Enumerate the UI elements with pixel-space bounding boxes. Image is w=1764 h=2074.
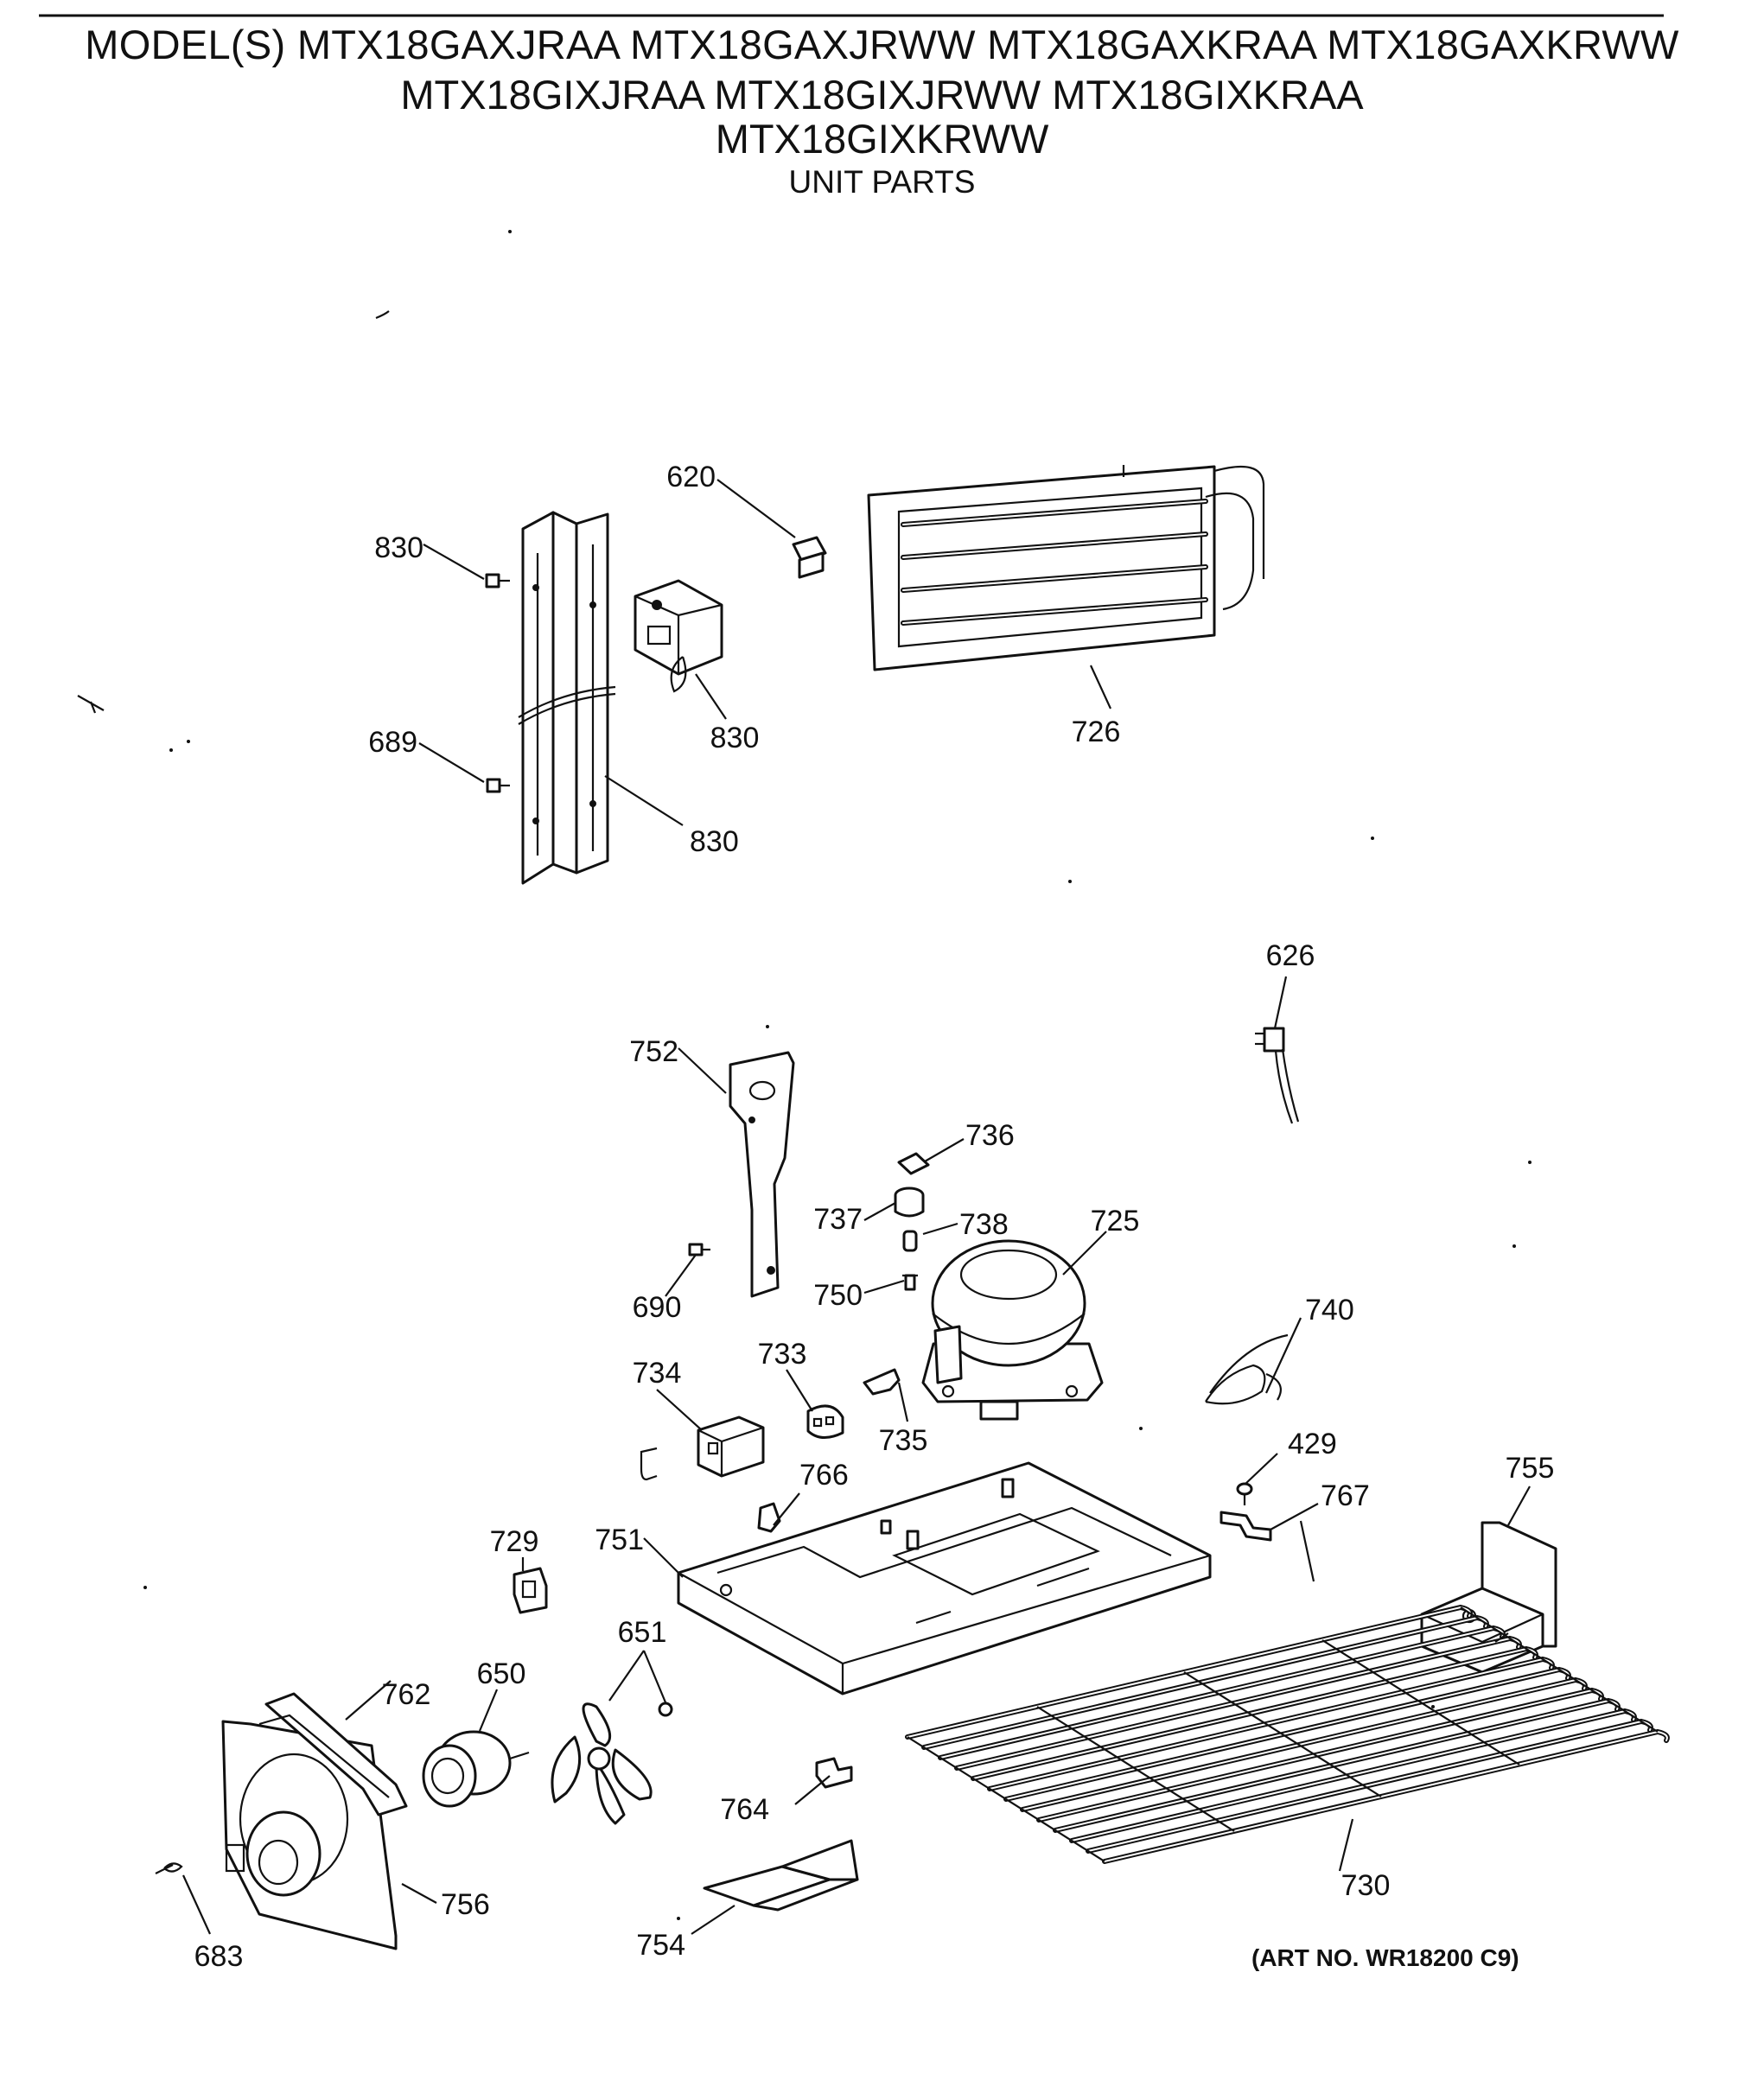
callout-738: 738 [959,1208,1009,1241]
callout-830-channel: 830 [690,825,739,858]
part-683-clip [155,1862,183,1874]
part-751-base-pan [677,1461,1212,1695]
part-726-evaporator [867,465,1265,671]
part-755-bracket [1420,1521,1557,1674]
part-830-channel-bracket [518,511,616,885]
part-762-shroud-strip [258,1692,408,1816]
callout-690: 690 [633,1291,682,1324]
part-733-overload [806,1404,844,1439]
condenser-frame-rod [1183,1671,1382,1797]
part-734-relay [697,1416,765,1478]
callout-762: 762 [382,1678,431,1711]
callout-830-screw: 830 [374,531,423,564]
section-title: UNIT PARTS [788,164,976,200]
callout-626: 626 [1266,939,1315,972]
part-766-clip [757,1502,781,1533]
callout-725: 725 [1091,1205,1140,1237]
model-list-line-2: MTX18GIXJRAA MTX18GIXJRWW MTX18GIXKRAA [400,72,1364,118]
callout-754: 754 [636,1929,685,1962]
part-725-compressor [921,1239,1104,1421]
part-690-screw [688,1243,710,1256]
callout-689: 689 [368,726,417,759]
callout-650: 650 [477,1657,526,1690]
part-750-screw [902,1274,918,1291]
callout-752: 752 [629,1035,678,1068]
part-651-nut [658,1702,673,1717]
evaporator-fins [901,499,1208,626]
part-830-control-box [634,579,723,693]
model-list-line-3: MTX18GIXKRWW [715,116,1049,162]
part-730-condenser [905,1520,1670,1864]
condenser-tube [1104,1730,1668,1862]
callout-750: 750 [813,1279,863,1312]
callout-740: 740 [1305,1294,1354,1326]
part-734-clip [640,1447,658,1481]
part-735-cover [863,1368,901,1396]
art-number: (ART NO. WR18200 C9) [1251,1944,1519,1971]
condenser-frame-rod [1321,1639,1520,1765]
callout-756: 756 [441,1888,490,1921]
callout-labels: 620 830 830 689 830 726 626 752 736 737 … [194,461,1555,1973]
part-651-fan-blade [551,1702,653,1825]
part-626-power-cord [1255,1027,1300,1124]
condenser-frame-rod [907,1736,1105,1862]
callout-620: 620 [666,461,716,493]
callout-730: 730 [1341,1869,1391,1902]
part-752-bracket [729,1051,795,1298]
callout-764: 764 [720,1793,769,1826]
part-754-drain-pan [703,1839,859,1912]
callout-766: 766 [799,1459,849,1492]
callout-683: 683 [194,1940,244,1973]
callout-729: 729 [490,1525,539,1558]
part-737-grommet [894,1187,925,1218]
part-830-screw [485,573,510,588]
scan-specks [77,230,1532,1920]
part-429-screw [1236,1482,1253,1505]
condenser-frame-rod [1460,1606,1659,1733]
callout-726: 726 [1072,716,1121,748]
part-650-fan-motor [422,1730,530,1808]
leader-lines [181,479,1531,1935]
callout-733: 733 [758,1338,807,1371]
condenser-frame-rod [1036,1706,1235,1832]
part-620-clip [792,536,827,579]
part-689-screw [486,778,510,793]
callout-767: 767 [1321,1479,1370,1512]
callout-734: 734 [633,1357,682,1390]
part-767-clamp [1220,1511,1272,1542]
callout-429: 429 [1288,1428,1337,1460]
part-736-cap [897,1152,930,1175]
part-756-fan-housing [221,1720,398,1950]
callout-755: 755 [1506,1452,1555,1485]
part-738-sleeve [902,1230,918,1252]
part-740-harness [1205,1333,1289,1405]
callout-735: 735 [879,1424,928,1457]
callout-736: 736 [965,1119,1015,1152]
callout-737: 737 [813,1203,863,1236]
callout-830-control-box: 830 [710,722,760,754]
callout-651: 651 [618,1616,667,1649]
callout-751: 751 [595,1524,644,1556]
part-729-relay [513,1567,548,1614]
model-list-line-1: MODEL(S) MTX18GAXJRAA MTX18GAXJRWW MTX18… [85,22,1679,67]
